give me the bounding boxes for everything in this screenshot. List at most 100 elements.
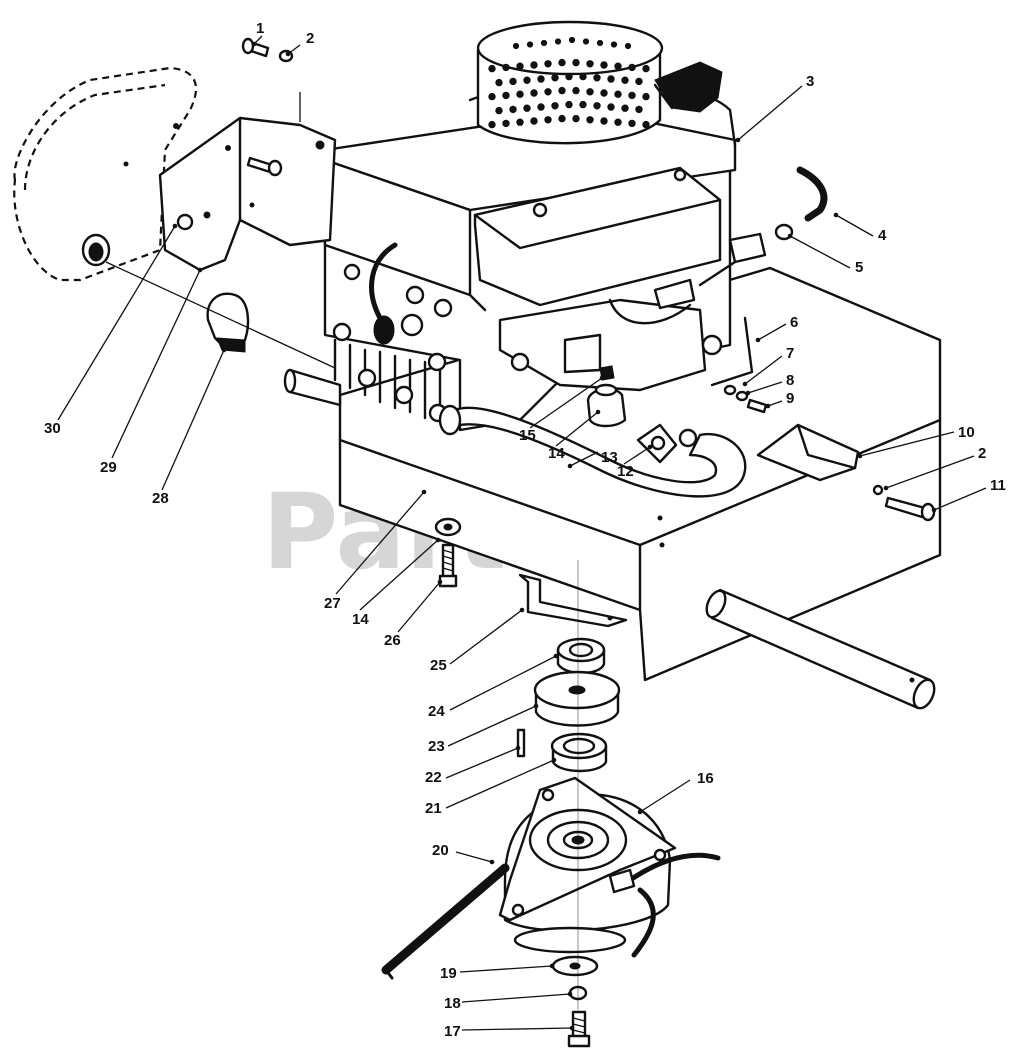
screen-perforation bbox=[565, 72, 573, 81]
screen-perforation bbox=[488, 64, 496, 73]
electric-clutch bbox=[498, 776, 721, 958]
leader-arrow bbox=[637, 809, 643, 815]
screen-perforation bbox=[572, 114, 580, 123]
leader-arrow bbox=[221, 347, 227, 353]
screen-perforation bbox=[502, 91, 510, 100]
leader-arrow bbox=[787, 233, 793, 239]
top-bolt bbox=[241, 37, 294, 63]
screen-perforation bbox=[635, 105, 643, 114]
exhaust-clamp bbox=[206, 292, 250, 353]
clutch-bolt-stack bbox=[551, 955, 599, 1048]
muffler bbox=[13, 66, 198, 282]
leader-arrow bbox=[742, 381, 748, 387]
engine-mount-bolt bbox=[434, 517, 462, 588]
callout-14: 14 bbox=[548, 445, 565, 462]
rotating-screen bbox=[476, 20, 723, 145]
leader-line bbox=[57, 225, 176, 421]
leader-line bbox=[335, 491, 425, 595]
leader-line bbox=[885, 455, 975, 489]
leader-line bbox=[747, 381, 783, 394]
leader-line bbox=[161, 349, 225, 491]
leader-arrow bbox=[421, 489, 427, 495]
screen-perforation bbox=[621, 104, 629, 112]
callout-7: 7 bbox=[786, 345, 794, 362]
leader-arrow bbox=[567, 991, 573, 997]
leader-line bbox=[569, 451, 599, 467]
screen-perforation bbox=[551, 102, 559, 110]
leader-line bbox=[835, 214, 874, 237]
screen-perforation bbox=[600, 61, 608, 69]
screen-perforation bbox=[495, 106, 503, 115]
screen-perforation bbox=[610, 41, 618, 48]
screen-perforation bbox=[635, 77, 643, 86]
leader-line bbox=[529, 377, 603, 429]
leader-arrow bbox=[551, 757, 557, 763]
callout-6: 6 bbox=[790, 314, 798, 331]
screen-perforation bbox=[558, 58, 566, 67]
screen-perforation bbox=[579, 100, 587, 109]
screen-perforation bbox=[516, 90, 524, 98]
fuel-line bbox=[653, 166, 828, 310]
leader-arrow bbox=[833, 212, 839, 218]
callout-28: 28 bbox=[152, 490, 169, 507]
screen-perforation bbox=[572, 86, 580, 95]
screen-perforation bbox=[582, 38, 590, 45]
callout-14: 14 bbox=[352, 611, 369, 628]
screen-perforation bbox=[596, 39, 604, 47]
screen-perforation bbox=[540, 39, 548, 47]
leader-line bbox=[287, 44, 301, 55]
leader-arrow bbox=[251, 41, 257, 47]
heat-shield bbox=[756, 423, 860, 482]
screen-perforation bbox=[624, 42, 632, 50]
callout-26: 26 bbox=[384, 632, 401, 649]
callout-21: 21 bbox=[425, 800, 442, 817]
leader-arrow bbox=[567, 463, 573, 469]
leader-line bbox=[789, 235, 851, 269]
callout-17: 17 bbox=[444, 1023, 461, 1040]
leader-line bbox=[397, 581, 441, 633]
screen-perforation bbox=[586, 60, 594, 68]
assembly-guide-line bbox=[105, 261, 336, 369]
screen-perforation bbox=[607, 103, 615, 111]
screen-perforation bbox=[628, 91, 636, 100]
leader-arrow bbox=[533, 703, 539, 709]
drive-belt bbox=[381, 863, 510, 980]
spacer-bracket bbox=[518, 573, 628, 628]
leader-arrow bbox=[765, 403, 771, 409]
screen-perforation bbox=[523, 76, 531, 84]
leader-line bbox=[461, 1027, 573, 1031]
leader-arrow bbox=[883, 485, 889, 491]
screen-perforation bbox=[554, 38, 562, 45]
leader-arrow bbox=[569, 1025, 575, 1031]
leader-line bbox=[455, 851, 493, 863]
exhaust-pipe bbox=[438, 404, 747, 498]
callout-3: 3 bbox=[806, 73, 814, 90]
leader-arrow bbox=[931, 507, 937, 513]
screen-perforation bbox=[537, 75, 545, 83]
leader-arrow bbox=[489, 859, 495, 865]
screen-perforation bbox=[544, 60, 552, 68]
leader-line bbox=[445, 747, 519, 779]
leader-line bbox=[449, 655, 557, 711]
callout-9: 9 bbox=[786, 390, 794, 407]
pulley-stack bbox=[516, 637, 621, 773]
leader-line bbox=[111, 269, 201, 459]
leader-arrow bbox=[549, 963, 555, 969]
screen-perforation bbox=[530, 61, 538, 69]
leader-lines bbox=[57, 35, 987, 1031]
screen-perforation bbox=[495, 78, 503, 87]
leader-arrow bbox=[755, 337, 761, 343]
leader-arrow bbox=[857, 453, 863, 459]
leader-line bbox=[757, 323, 787, 341]
callout-18: 18 bbox=[444, 995, 461, 1012]
screen-perforation bbox=[600, 89, 608, 97]
screen-perforation bbox=[502, 63, 510, 72]
screen-perforation bbox=[642, 92, 650, 101]
screen-perforation bbox=[593, 102, 601, 110]
callout-25: 25 bbox=[430, 657, 447, 674]
leader-arrow bbox=[735, 137, 741, 143]
leader-arrow bbox=[197, 267, 203, 273]
screen-perforation bbox=[551, 74, 559, 82]
leader-line bbox=[767, 400, 783, 407]
